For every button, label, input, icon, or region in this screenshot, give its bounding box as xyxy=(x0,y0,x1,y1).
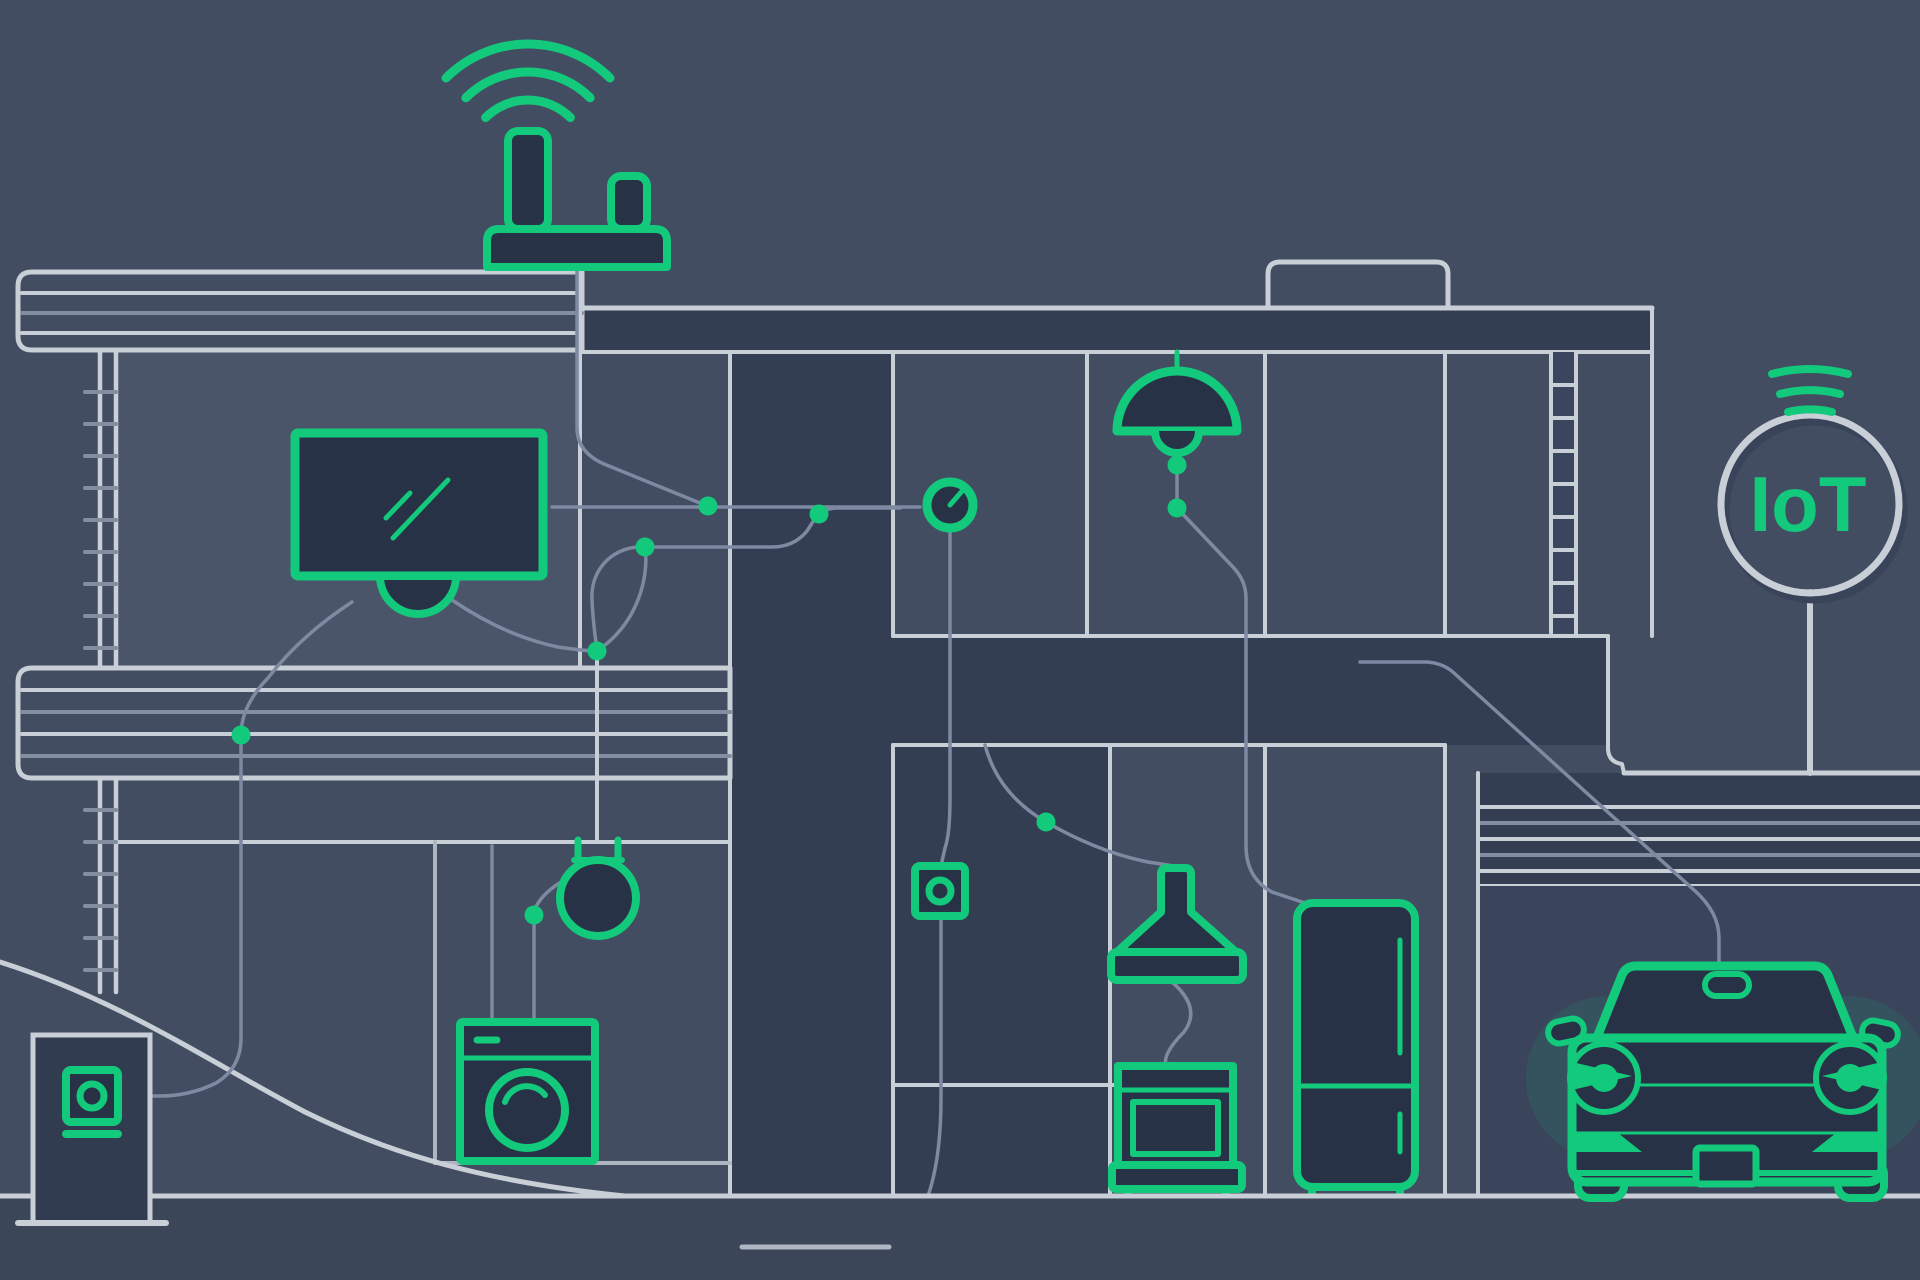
car-splitter-right xyxy=(1812,1133,1882,1152)
center-column xyxy=(730,352,893,1196)
wire-loop-right xyxy=(595,545,648,653)
fridge-body xyxy=(1293,899,1419,1191)
doorbell-lens xyxy=(76,1080,108,1112)
wire-router xyxy=(575,265,702,505)
connection-network xyxy=(118,265,1721,1198)
wire-hood-oven xyxy=(1163,980,1193,1068)
wire-socket-floor xyxy=(926,910,943,1198)
hood-canopy xyxy=(1113,864,1240,956)
wire-lamp-fridge xyxy=(1175,506,1310,906)
car-license-plate xyxy=(1692,1144,1760,1188)
smart-tv xyxy=(290,428,548,618)
iot-sign: IoT xyxy=(1717,365,1908,776)
router-antenna-short xyxy=(607,172,651,233)
sign-wifi-icon xyxy=(1768,365,1852,416)
wall-socket xyxy=(911,862,969,920)
wifi-router xyxy=(441,39,671,271)
doorbell-pillar xyxy=(30,1032,153,1226)
tv-screen-shine xyxy=(383,477,451,541)
wire-loop-left xyxy=(590,545,647,653)
bulb-globe xyxy=(556,856,640,940)
middle-floor-slab xyxy=(893,636,1608,745)
cooker-hood xyxy=(1107,864,1247,984)
video-doorbell xyxy=(15,1032,169,1226)
wall-lines xyxy=(103,274,1920,1198)
ground-fill xyxy=(0,1198,1920,1280)
washing-machine xyxy=(456,1018,599,1165)
wifi-signal-icon xyxy=(441,39,615,123)
hall-wall xyxy=(893,745,1110,1196)
sign-circle xyxy=(1717,411,1903,597)
roof-band xyxy=(580,308,1652,352)
oven xyxy=(1108,1062,1246,1202)
lamp-bulb xyxy=(1151,427,1203,457)
wire-house-car xyxy=(1358,660,1721,988)
left-mid-slab xyxy=(15,665,733,781)
wire-upper-branch xyxy=(643,506,902,549)
oven-base xyxy=(1108,1161,1246,1193)
hood-base xyxy=(1107,948,1247,984)
tv-mount xyxy=(376,572,460,618)
washer-door-shine xyxy=(502,1083,548,1105)
connected-car xyxy=(1526,961,1920,1202)
garage-shutter xyxy=(1476,773,1920,888)
right-wall-ladder xyxy=(1549,350,1578,635)
car-splitter-left xyxy=(1572,1133,1642,1152)
wire-tv-node xyxy=(450,598,599,653)
washer-door xyxy=(485,1068,569,1152)
thermostat-dial xyxy=(922,477,978,533)
iot-sign-label: IoT xyxy=(1750,460,1867,548)
car-beam-right xyxy=(1822,1062,1882,1090)
tv-screen xyxy=(290,428,548,581)
lamp-shade xyxy=(1112,366,1242,436)
left-roof-slab xyxy=(15,269,585,353)
socket-hole xyxy=(925,876,955,906)
rooftop-box xyxy=(1265,259,1451,311)
fridge xyxy=(1293,899,1419,1202)
car-roof-antenna xyxy=(1702,971,1752,999)
pendant-lamp xyxy=(1112,349,1242,457)
oven-window xyxy=(1130,1099,1221,1157)
ground xyxy=(0,1193,1920,1280)
wire-thermostat-socket xyxy=(939,530,952,868)
left-wall-ladder-lower xyxy=(83,775,119,995)
yard-hill-contour xyxy=(0,959,628,1199)
bulb-contacts xyxy=(574,836,622,862)
car-beam-left xyxy=(1572,1062,1632,1090)
left-wall-ladder-upper xyxy=(83,347,119,669)
router-base xyxy=(483,225,671,271)
sign-shadow xyxy=(1720,416,1908,604)
doorbell-camera xyxy=(62,1066,122,1126)
socket-plate xyxy=(911,862,969,920)
router-antenna-tall xyxy=(504,127,552,233)
thermostat-needle xyxy=(947,487,966,508)
smart-bulb xyxy=(556,836,640,940)
network-nodes xyxy=(231,455,1187,925)
